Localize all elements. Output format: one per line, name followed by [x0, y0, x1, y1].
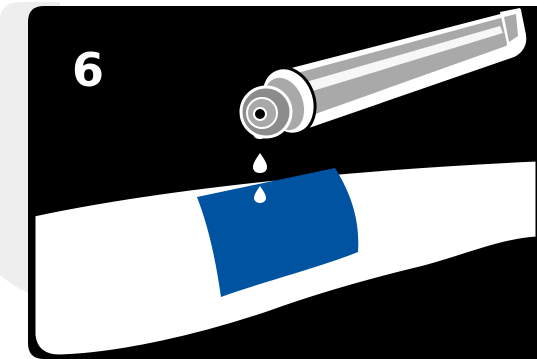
step-number: 6: [72, 43, 104, 97]
